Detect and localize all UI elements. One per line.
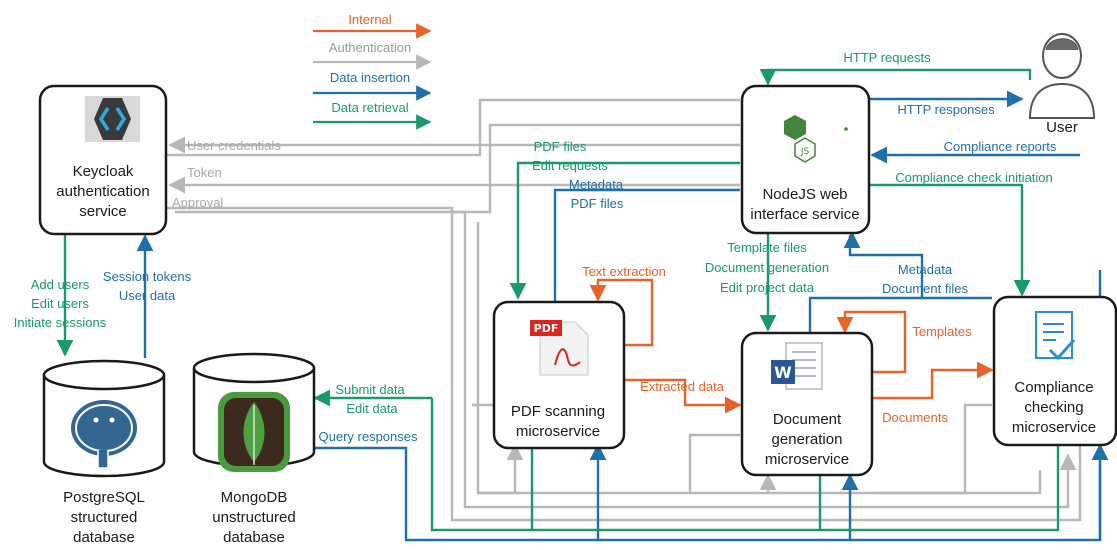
keycloak-icon [85,96,140,142]
label-initiate-sessions: Initiate sessions [14,315,107,330]
postgresql-node: PostgreSQL structured database [42,359,166,546]
keycloak-node: Keycloak authentication service [38,84,168,236]
label-edit-data: Edit data [346,401,398,416]
svg-text:JS: JS [800,147,810,157]
label-user-credentials: User credentials [187,138,281,153]
label-add-users: Add users [31,277,90,292]
keycloak-title-1: Keycloak [73,163,134,180]
nodejs-title-2: interface service [750,206,859,223]
pdf-title-2: microservice [516,423,600,440]
label-http-requests: HTTP requests [843,50,931,65]
word-icon: W [771,342,823,390]
label-submit-data: Submit data [335,382,405,397]
mongodb-title-2: unstructured [212,509,295,526]
user-icon [1028,33,1096,119]
label-pdf-files-1: PDF files [534,139,587,154]
label-http-responses: HTTP responses [897,102,995,117]
nodejs-icon: JS [784,115,848,163]
legend: Internal Authentication Data insertion D… [313,12,432,130]
label-template-files: Template files [727,240,807,255]
docgen-title-2: generation [772,431,843,448]
user-label: User [1046,119,1078,136]
compliance-title-2: checking [1024,399,1083,416]
elephant-icon [71,400,137,469]
label-query-responses: Query responses [319,429,418,444]
label-text-extraction: Text extraction [582,264,666,279]
mongodb-title-1: MongoDB [221,489,288,506]
label-compliance-reports: Compliance reports [944,139,1057,154]
nodejs-title-1: NodeJS web [762,186,847,203]
label-edit-requests: Edit requests [532,158,608,173]
svg-text:W: W [774,363,792,382]
keycloak-title-3: service [79,203,127,220]
legend-data-insertion: Data insertion [330,70,410,85]
label-templates: Templates [912,324,972,339]
internal-links [589,278,994,414]
document-generation-node: W Document generation microservice [740,331,874,477]
label-token: Token [187,165,222,180]
label-document-files: Document files [882,281,968,296]
label-extracted-data: Extracted data [640,379,725,394]
mongodb-leaf-icon [218,392,290,472]
edge-labels: HTTP requests HTTP responses User creden… [14,50,1057,444]
docgen-title-1: Document [773,411,842,428]
pdf-scanning-node: PDF PDF scanning microservice [492,300,626,450]
docgen-title-3: microservice [765,451,849,468]
legend-data-retrieval: Data retrieval [331,100,408,115]
label-edit-users: Edit users [31,296,89,311]
label-metadata-1: Metadata [569,177,624,192]
svg-text:PDF: PDF [534,322,559,335]
mongodb-node: MongoDB unstructured database [192,352,316,546]
legend-authentication: Authentication [329,40,411,55]
label-metadata-2: Metadata [898,262,953,277]
postgres-title-2: structured [71,509,138,526]
authentication-links [167,98,1082,522]
data-retrieval-links [56,68,1060,532]
compliance-checking-node: Compliance checking microservice [992,295,1117,447]
postgres-title-1: PostgreSQL [63,489,145,506]
compliance-icon [1035,311,1076,361]
nodejs-node: JS NodeJS web interface service [740,84,871,235]
label-pdf-files-2: PDF files [571,196,624,211]
label-documents: Documents [882,410,948,425]
compliance-title-1: Compliance [1014,379,1093,396]
pdf-title-1: PDF scanning [511,403,605,420]
user-node: User [1028,33,1096,136]
label-user-data: User data [119,288,176,303]
mongodb-title-3: database [223,529,285,546]
label-compliance-initiation: Compliance check initiation [895,170,1053,185]
keycloak-title-2: authentication [56,183,149,200]
postgres-title-3: database [73,529,135,546]
label-edit-project-data: Edit project data [720,280,815,295]
compliance-title-3: microservice [1012,419,1096,436]
label-session-tokens: Session tokens [103,269,192,284]
pdf-icon: PDF [530,320,589,376]
legend-internal: Internal [348,12,391,27]
label-approval: Approval [172,195,223,210]
label-document-generation: Document generation [705,260,829,275]
